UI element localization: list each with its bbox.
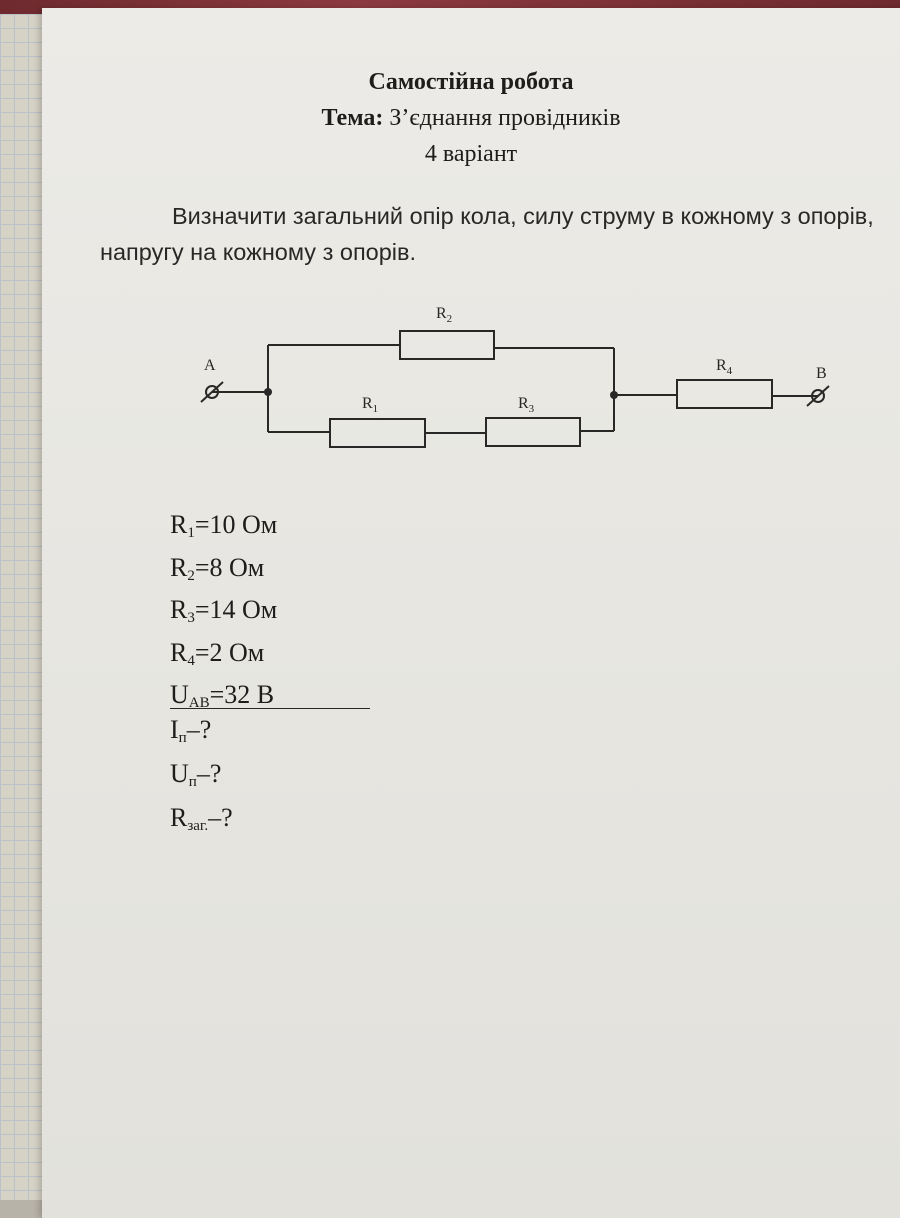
find-voltage: Uп–? <box>170 759 222 790</box>
worksheet-variant: 4 варіант <box>424 141 518 167</box>
find-current: Iп–? <box>170 715 212 746</box>
given-r2: R2=8 Ом <box>170 552 265 584</box>
worksheet-header: Самостійна робота Тема: З’єднання провід… <box>42 64 900 172</box>
topic-text: З’єднання провідників <box>389 105 621 131</box>
given-find-divider <box>170 708 370 709</box>
terminal-b <box>811 389 825 403</box>
terminal-a-slash <box>200 381 224 403</box>
terminal-b-slash <box>806 385 830 407</box>
given-r1: R1=10 Ом <box>170 510 278 541</box>
r3-label: R3 <box>518 395 535 415</box>
junction-left <box>264 388 272 396</box>
resistor-r3 <box>485 417 581 447</box>
given-uab: UAB=32 В <box>170 680 275 711</box>
r2-label: R2 <box>436 305 452 325</box>
terminal-b-label: B <box>816 365 827 382</box>
given-r3: R3=14 Ом <box>170 595 278 626</box>
resistor-r4 <box>676 379 773 409</box>
task-statement: Визначити загальний опір кола, силу стру… <box>100 203 874 265</box>
resistor-r1 <box>329 418 426 448</box>
worksheet-topic: Тема: З’єднання провідників <box>42 100 900 136</box>
terminal-a <box>205 385 219 399</box>
worksheet-page <box>42 8 900 1218</box>
find-total-resistance: Rзаг.–? <box>170 803 233 834</box>
terminal-a-label: A <box>204 357 216 374</box>
resistor-r2 <box>399 330 495 360</box>
find-values: Iп–? Uп–? Rзаг.–? <box>170 712 233 844</box>
r4-label: R4 <box>716 357 733 377</box>
topic-label: Тема: <box>321 105 384 131</box>
given-values: R1=10 Ом R2=8 Ом R3=14 Ом R4=2 Ом UAB=32… <box>170 508 277 721</box>
worksheet-title: Самостійна робота <box>368 69 574 95</box>
given-r4: R4=2 Ом <box>170 637 265 669</box>
r1-label: R1 <box>362 395 378 415</box>
junction-right <box>610 391 618 399</box>
